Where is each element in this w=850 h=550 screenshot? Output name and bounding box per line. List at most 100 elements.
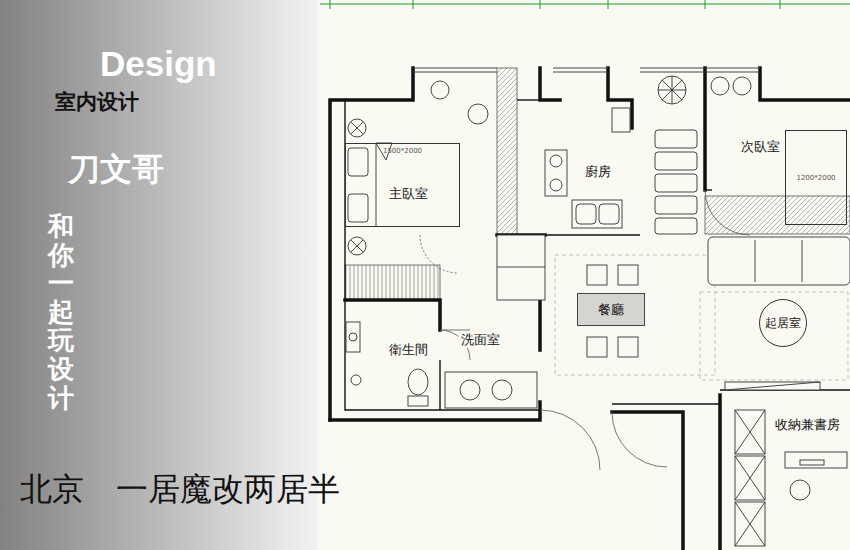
furniture bbox=[655, 196, 697, 214]
furniture bbox=[460, 380, 480, 400]
bed-box: 1200*2000 bbox=[785, 130, 847, 225]
room-label: 餐廳 bbox=[598, 301, 624, 319]
furniture bbox=[655, 152, 697, 170]
window bbox=[553, 68, 608, 69]
wall-face bbox=[517, 99, 540, 100]
furniture bbox=[348, 119, 366, 137]
wall bbox=[760, 68, 850, 100]
furniture bbox=[658, 76, 686, 104]
furniture bbox=[735, 456, 765, 500]
furniture bbox=[351, 375, 361, 385]
window bbox=[705, 68, 760, 69]
furniture bbox=[408, 369, 428, 395]
furniture bbox=[735, 456, 765, 500]
furniture bbox=[658, 76, 686, 104]
door-swing bbox=[420, 235, 458, 273]
window bbox=[705, 72, 760, 73]
dining-table: 餐廳 bbox=[577, 293, 645, 326]
window bbox=[413, 68, 497, 69]
plan-ground bbox=[318, 0, 850, 550]
furniture bbox=[572, 200, 622, 228]
wall bbox=[330, 68, 850, 550]
furniture bbox=[431, 81, 449, 99]
furniture bbox=[655, 218, 697, 234]
furniture bbox=[587, 265, 607, 285]
dimension-line bbox=[608, 0, 609, 9]
window bbox=[553, 72, 608, 73]
furniture bbox=[725, 382, 820, 390]
bed-box: 1500*2000 bbox=[345, 143, 460, 227]
wall bbox=[540, 68, 560, 100]
wall-face bbox=[705, 189, 712, 190]
size-note: 1500*2000 bbox=[383, 147, 422, 155]
room-label: 廚房 bbox=[583, 165, 613, 180]
furniture bbox=[711, 77, 729, 95]
furniture bbox=[735, 410, 765, 454]
furniture bbox=[346, 76, 850, 546]
dimension-line bbox=[540, 0, 541, 9]
furniture bbox=[599, 204, 619, 224]
furniture bbox=[612, 108, 630, 132]
dimension-line bbox=[413, 0, 414, 9]
wardrobe-hatch bbox=[497, 68, 517, 235]
door-swing bbox=[540, 410, 600, 470]
furniture bbox=[755, 240, 756, 282]
furniture bbox=[408, 396, 428, 406]
side-panel bbox=[0, 0, 318, 550]
window bbox=[640, 72, 705, 73]
furniture bbox=[376, 143, 377, 227]
furniture bbox=[735, 502, 765, 546]
window bbox=[413, 68, 760, 72]
furniture bbox=[346, 322, 360, 352]
door-swing bbox=[440, 330, 470, 331]
size-note: 1200*2000 bbox=[796, 174, 835, 182]
door-swing bbox=[420, 190, 750, 470]
furniture bbox=[349, 333, 357, 341]
window bbox=[640, 68, 705, 69]
furniture bbox=[497, 267, 545, 268]
room-label: 收納兼書房 bbox=[773, 418, 842, 433]
door-swing bbox=[612, 412, 667, 467]
furniture bbox=[348, 237, 366, 255]
furniture bbox=[618, 265, 638, 285]
wall-face bbox=[612, 403, 720, 404]
wardrobe-hatch bbox=[345, 68, 850, 300]
furniture bbox=[790, 480, 810, 500]
door-swing bbox=[705, 190, 750, 235]
furniture bbox=[785, 452, 847, 468]
dimension-line bbox=[705, 0, 706, 9]
furniture bbox=[735, 502, 765, 546]
wall bbox=[703, 68, 707, 190]
wardrobe-hatch bbox=[345, 265, 440, 300]
furniture bbox=[708, 237, 850, 285]
room-label: 起居室 bbox=[765, 315, 801, 332]
dimension-line bbox=[320, 4, 850, 5]
furniture bbox=[735, 410, 765, 454]
furniture bbox=[492, 380, 512, 400]
wall-face bbox=[439, 360, 440, 410]
living-circle: 起居室 bbox=[759, 299, 807, 347]
furniture bbox=[733, 77, 751, 95]
wall-face bbox=[540, 234, 640, 235]
author-name: 刀文哥 bbox=[68, 148, 164, 192]
dimension-line bbox=[330, 0, 331, 9]
furniture bbox=[468, 104, 488, 124]
brand-word: Design bbox=[100, 44, 217, 84]
room-label: 主臥室 bbox=[387, 187, 430, 202]
furniture bbox=[587, 337, 607, 357]
furniture bbox=[351, 240, 363, 252]
room-label: 次臥室 bbox=[739, 140, 782, 155]
slogan: 和你一起玩设计 bbox=[48, 212, 74, 412]
wall bbox=[538, 300, 542, 350]
furniture bbox=[348, 194, 368, 222]
rug-outline bbox=[700, 292, 848, 380]
furniture bbox=[497, 235, 545, 300]
furniture bbox=[445, 372, 537, 408]
wall bbox=[330, 68, 413, 420]
furniture bbox=[550, 155, 562, 167]
furniture bbox=[725, 382, 820, 390]
brand-subtitle: 室内设计 bbox=[55, 88, 139, 116]
furniture bbox=[655, 174, 697, 192]
furniture bbox=[351, 122, 363, 134]
furniture bbox=[655, 130, 697, 148]
